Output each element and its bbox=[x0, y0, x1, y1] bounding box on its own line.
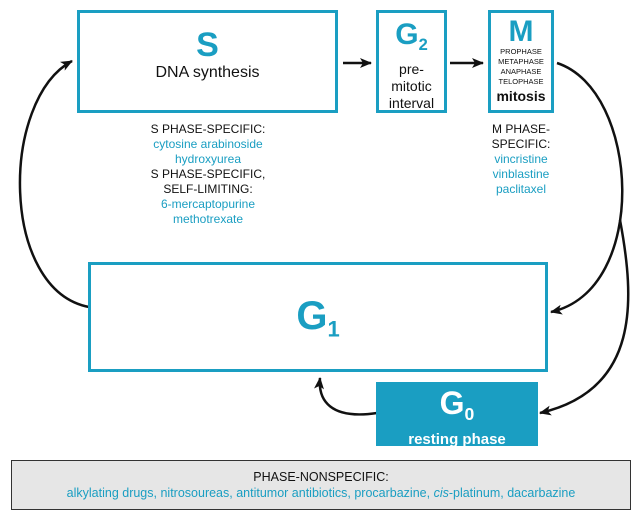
m-phase-drug-notes: M PHASE- SPECIFIC: vincristine vinblasti… bbox=[482, 122, 560, 197]
s-phase-caption: DNA synthesis bbox=[155, 64, 260, 81]
m-stage-prophase: PROPHASE bbox=[500, 47, 542, 56]
drug-cisplatin: cis-platinum bbox=[433, 486, 501, 500]
drug-alkylating: alkylating drugs bbox=[66, 486, 154, 500]
s-phase-drug-notes: S PHASE-SPECIFIC: cytosine arabinoside h… bbox=[118, 122, 298, 227]
nonspecific-panel: PHASE-NONSPECIFIC: alkylating drugs, nit… bbox=[11, 460, 631, 510]
m-drug-vinblastine: vinblastine bbox=[492, 167, 550, 181]
m-phase-box: M PROPHASE METAPHASE ANAPHASE TELOPHASE … bbox=[488, 10, 554, 113]
g2-caption-line-2: mitotic bbox=[391, 77, 432, 94]
arrow-g0-to-g1 bbox=[314, 377, 378, 416]
s-drug-cytosine: cytosine arabinoside bbox=[153, 137, 263, 151]
m-stage-anaphase: ANAPHASE bbox=[500, 67, 542, 76]
g0-phase-box: G0 resting phase bbox=[376, 382, 538, 448]
g2-phase-label: G2 bbox=[395, 18, 428, 54]
arrow-g1-to-s bbox=[18, 59, 90, 309]
arrow-m-to-g0 bbox=[539, 219, 630, 416]
m-specific-label-line-1: M PHASE- bbox=[491, 122, 550, 136]
s-drug-hydroxyurea: hydroxyurea bbox=[174, 152, 242, 166]
s-limiting-label-line-1: S PHASE-SPECIFIC, bbox=[150, 167, 266, 181]
m-drug-vincristine: vincristine bbox=[494, 152, 548, 166]
g2-phase-box: G2 pre- mitotic interval bbox=[376, 10, 447, 113]
s-drug-methotrexate: methotrexate bbox=[172, 212, 244, 226]
m-specific-label-line-2: SPECIFIC: bbox=[491, 137, 551, 151]
m-phase-caption: mitosis bbox=[496, 88, 546, 104]
g0-phase-label: G0 bbox=[439, 385, 475, 425]
m-phase-letter: M bbox=[508, 15, 534, 48]
s-drug-mercaptopurine: 6-mercaptopurine bbox=[160, 197, 256, 211]
drug-nitrosoureas: nitrosoureas bbox=[160, 486, 230, 500]
nonspecific-label: PHASE-NONSPECIFIC: bbox=[253, 470, 389, 484]
g1-phase-label: G1 bbox=[296, 294, 340, 342]
s-limiting-label-line-2: SELF-LIMITING: bbox=[163, 182, 253, 196]
s-specific-label: S PHASE-SPECIFIC: bbox=[150, 122, 266, 136]
g2-caption-line-3: interval bbox=[388, 94, 435, 111]
g2-caption-line-1: pre- bbox=[399, 60, 424, 77]
drug-dacarbazine: dacarbazine bbox=[507, 486, 576, 500]
arrow-m-to-g1 bbox=[550, 61, 624, 315]
m-drug-paclitaxel: paclitaxel bbox=[495, 182, 547, 196]
drug-antitumor-antibiotics: antitumor antibiotics bbox=[236, 486, 348, 500]
s-phase-box: S DNA synthesis bbox=[77, 10, 338, 113]
s-phase-letter: S bbox=[196, 26, 219, 64]
g0-phase-caption: resting phase bbox=[408, 431, 506, 449]
nonspecific-drug-list: alkylating drugs, nitrosoureas, antitumo… bbox=[66, 486, 576, 500]
m-stage-metaphase: METAPHASE bbox=[498, 57, 544, 66]
drug-procarbazine: procarbazine bbox=[354, 486, 427, 500]
m-stage-telophase: TELOPHASE bbox=[498, 77, 544, 86]
g1-phase-box: G1 bbox=[88, 262, 548, 372]
